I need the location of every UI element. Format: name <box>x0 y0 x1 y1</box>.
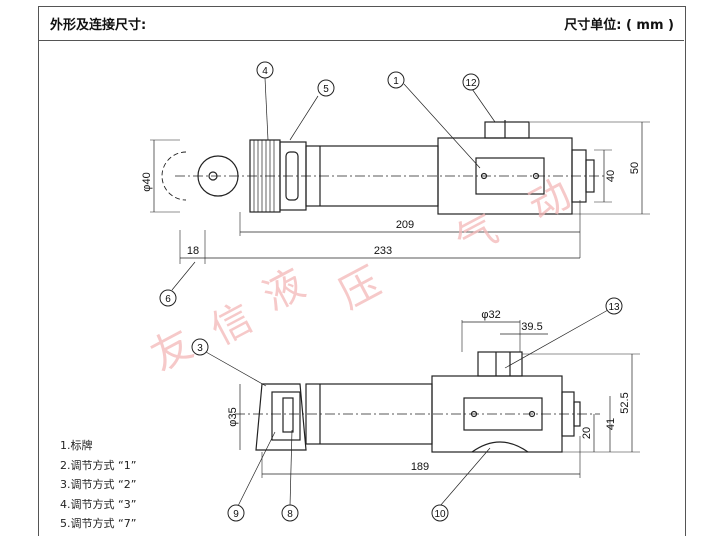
dim-top-233: 233 <box>374 245 392 257</box>
dim-top-40: 40 <box>605 170 617 182</box>
header-bar: 外形及连接尺寸: 尺寸单位: ( mm ) <box>38 6 684 41</box>
dim-top-d40: φ40 <box>141 172 153 191</box>
legend-item: 5.调节方式 “7” <box>60 517 137 530</box>
legend-item: 2.调节方式 “1” <box>60 458 137 472</box>
dim-top-209: 209 <box>396 219 414 231</box>
callout-6 <box>159 289 177 307</box>
legend-item: 1.标牌 <box>60 439 93 452</box>
callout-8 <box>281 504 299 522</box>
top-nameplate <box>475 157 545 195</box>
callout-6-label: 6 <box>165 294 171 305</box>
bottom-nameplate <box>463 397 543 431</box>
page-title: 外形及连接尺寸: <box>50 18 147 33</box>
callout-1 <box>387 71 405 89</box>
callout-1-label: 1 <box>393 76 399 87</box>
dim-bot-d35: φ35 <box>227 407 239 426</box>
parts-legend: 1.标牌 2.调节方式 “1” 3.调节方式 “2” 4.调节方式 “3” 5.… <box>60 436 136 534</box>
callout-3-label: 3 <box>197 343 203 354</box>
callout-8-label: 8 <box>287 509 293 520</box>
bottom-cap <box>255 383 307 451</box>
dim-bot-39-5: 39.5 <box>521 321 542 333</box>
dim-top-18: 18 <box>187 245 199 257</box>
callout-5 <box>317 79 335 97</box>
top-knob <box>197 155 239 197</box>
unit-label: 尺寸单位: ( mm ) <box>564 18 674 33</box>
callout-13-label: 13 <box>608 302 620 313</box>
callout-10 <box>431 504 449 522</box>
callout-4-label: 4 <box>262 66 268 77</box>
legend-item: 3.调节方式 “2” <box>60 478 137 491</box>
dim-bot-189: 189 <box>411 461 429 473</box>
dim-top-50: 50 <box>629 162 641 174</box>
drawing-frame <box>38 6 686 536</box>
callout-9-label: 9 <box>233 509 239 520</box>
callout-10-label: 10 <box>434 509 446 520</box>
callout-12 <box>462 73 480 91</box>
dim-bot-d32: φ32 <box>481 309 500 321</box>
dim-bot-20: 20 <box>581 427 593 439</box>
callout-9 <box>227 504 245 522</box>
legend-item: 4.调节方式 “3” <box>60 497 137 511</box>
callout-3 <box>191 338 209 356</box>
callout-12-label: 12 <box>465 78 477 89</box>
callout-5-label: 5 <box>323 84 329 95</box>
callout-4 <box>256 61 274 79</box>
dim-bot-52-5: 52.5 <box>619 392 631 413</box>
callout-13 <box>605 297 623 315</box>
dim-bot-41: 41 <box>605 418 617 430</box>
